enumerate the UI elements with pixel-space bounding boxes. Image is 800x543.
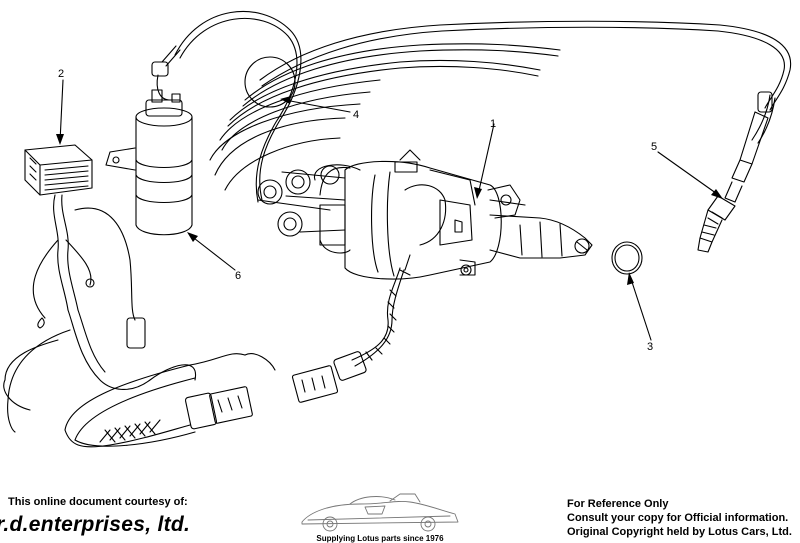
callout-3: 3 (647, 341, 653, 353)
ht-leads (174, 10, 792, 203)
brand-name: r.d.enterprises, ltd. (0, 513, 191, 536)
spark-plug (697, 91, 776, 253)
ignition-coil (105, 89, 193, 236)
coil-ht-lead (151, 45, 181, 101)
o-ring (611, 241, 643, 275)
callout-2: 2 (58, 68, 64, 80)
leads-highlight-circle (244, 56, 296, 108)
distributor-pigtail (291, 267, 405, 403)
arrowheads (56, 96, 723, 285)
leader-lines (59, 79, 721, 341)
callout-1: 1 (490, 118, 496, 130)
distributor-cap (257, 164, 361, 254)
courtesy-text: This online document courtesy of: (8, 496, 188, 508)
reference-only-text: For Reference Only (567, 498, 669, 510)
callout-6: 6 (235, 270, 241, 282)
footer-logo-block: Supplying Lotus parts since 1976 (290, 492, 470, 543)
footer-reference-block: For Reference Only Consult your copy for… (567, 497, 799, 539)
copyright-text: Original Copyright held by Lotus Cars, L… (567, 526, 792, 538)
callout-4: 4 (353, 109, 359, 121)
tagline-text: Supplying Lotus parts since 1976 (316, 534, 444, 543)
lotus-car-logo-icon (301, 493, 459, 532)
footer-courtesy-block: This online document courtesy of: r.d.en… (0, 496, 296, 537)
callout-5: 5 (651, 141, 657, 153)
wiring-harness (3, 194, 276, 448)
rectifier-pack (24, 144, 93, 196)
consult-text: Consult your copy for Official informati… (567, 512, 789, 524)
distributor (344, 149, 593, 280)
